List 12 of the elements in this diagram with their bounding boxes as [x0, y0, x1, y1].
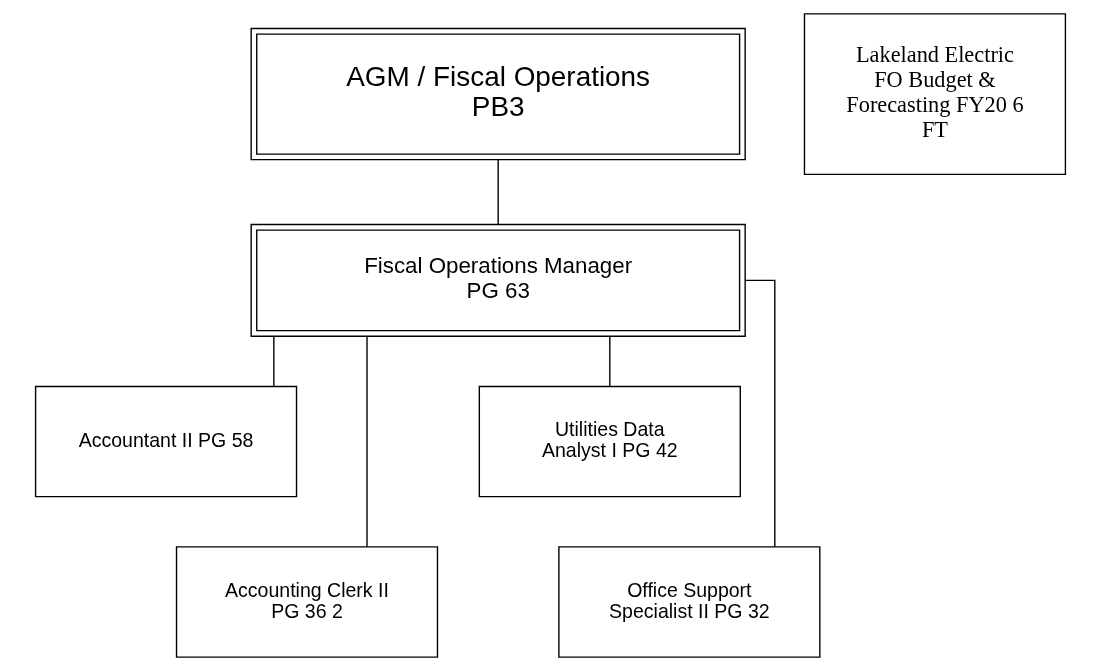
connector — [496, 159, 499, 226]
node-box: Lakeland Electric FO Budget & Forecasting FY20 6 FT — [803, 13, 1066, 176]
node-box: Office Support Specialist II PG 32 — [557, 546, 821, 658]
connector — [608, 335, 610, 387]
node-box: Accountant II PG 58 — [34, 385, 297, 498]
node-box: Fiscal Operations Manager PG 63 — [250, 223, 746, 337]
node-box: AGM / Fiscal Operations PB3 — [250, 27, 746, 161]
node-box: Accounting Clerk II PG 36 2 — [175, 546, 438, 658]
node-box: Utilities Data Analyst I PG 42 — [478, 385, 741, 498]
connector — [365, 335, 368, 548]
connector — [744, 279, 776, 548]
connector — [272, 335, 275, 387]
